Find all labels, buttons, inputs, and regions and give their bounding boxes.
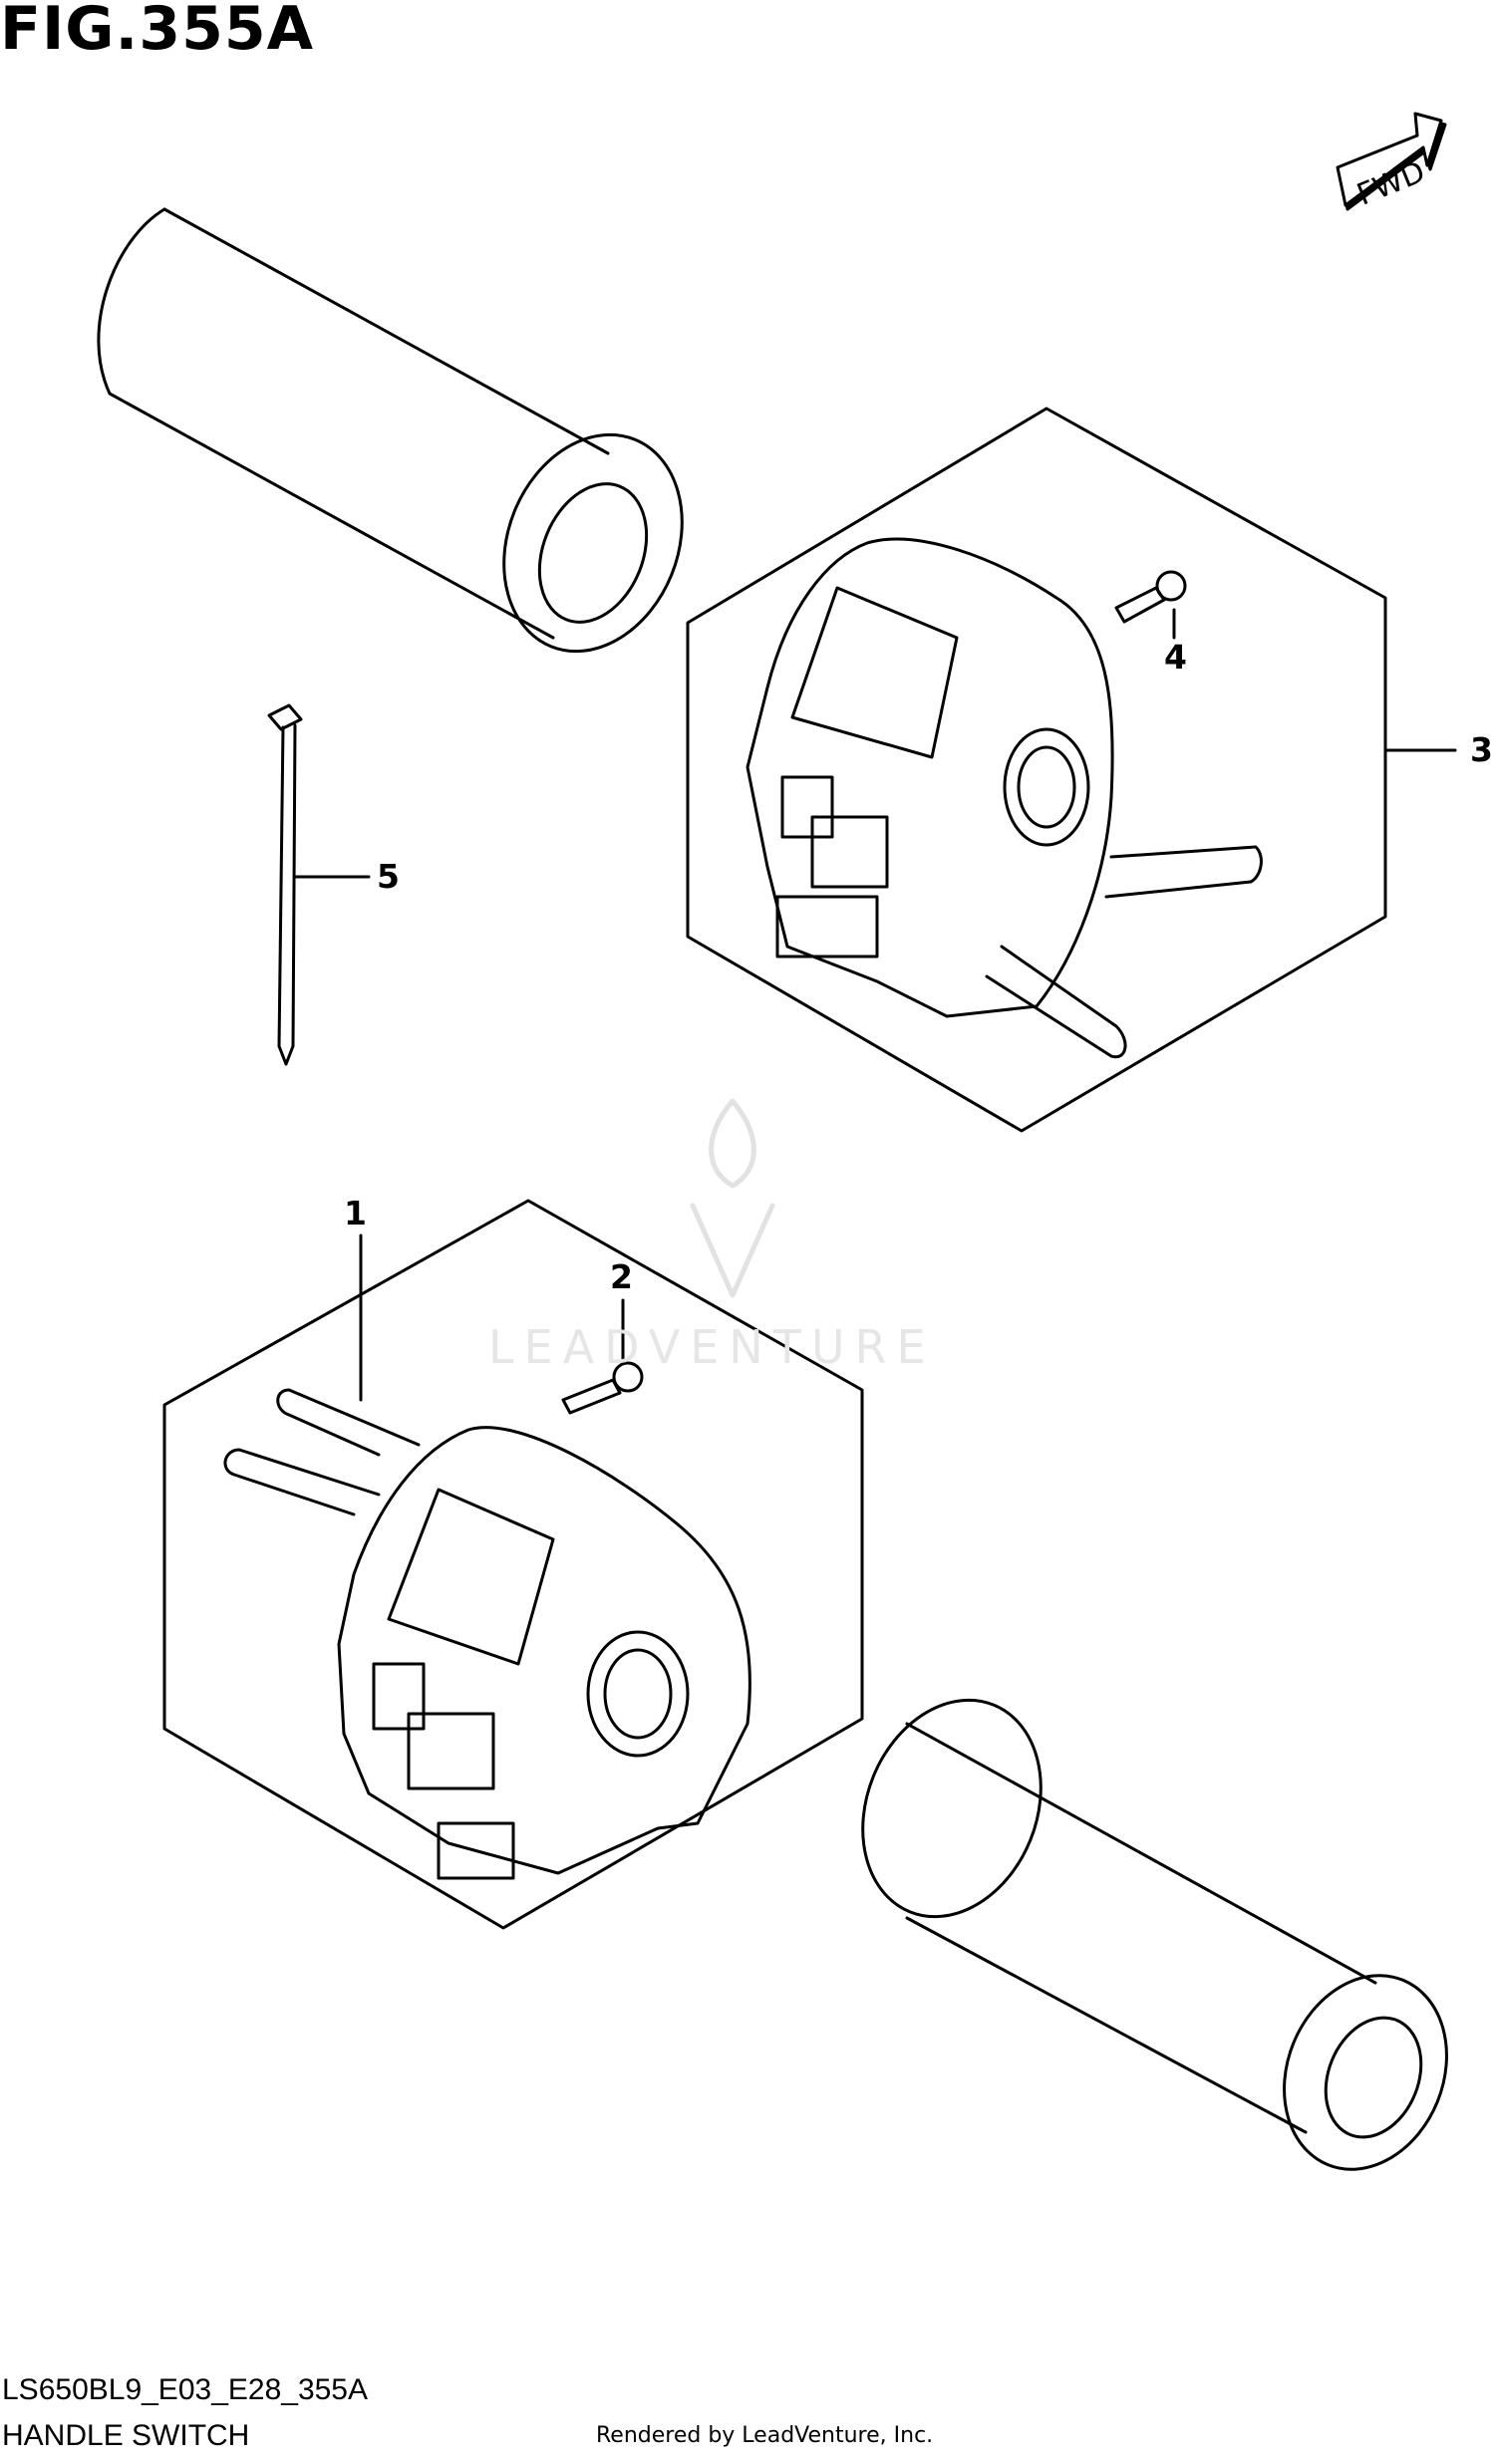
watermark-logo (690, 1098, 775, 1298)
screw-2 (561, 1298, 644, 1415)
figure-name: HANDLE SWITCH (2, 2419, 250, 2452)
right-switch-assembly-box (686, 407, 1457, 1133)
callout-2: 2 (610, 1257, 633, 1296)
fwd-arrow-icon: FWD (1336, 112, 1447, 213)
callout-1: 1 (344, 1194, 367, 1232)
rendered-by-credit: Rendered by LeadVenture, Inc. (596, 2423, 934, 2448)
left-handle-switch (223, 1388, 751, 1880)
fig-title: FIG.355A (0, 0, 315, 64)
figure-code: LS650BL9_E03_E28_355A (2, 2373, 369, 2406)
callout-4: 4 (1164, 638, 1187, 677)
cable-tie (267, 703, 371, 1066)
right-handle-switch (746, 537, 1263, 1059)
screw-4 (1114, 570, 1187, 640)
callout-5: 5 (377, 857, 400, 896)
watermark-text: LEADVENTURE (488, 1320, 936, 1374)
left-switch-assembly-box (162, 1199, 864, 1930)
right-grip (861, 1698, 1448, 2171)
callout-3: 3 (1470, 730, 1493, 769)
left-grip (97, 207, 684, 654)
